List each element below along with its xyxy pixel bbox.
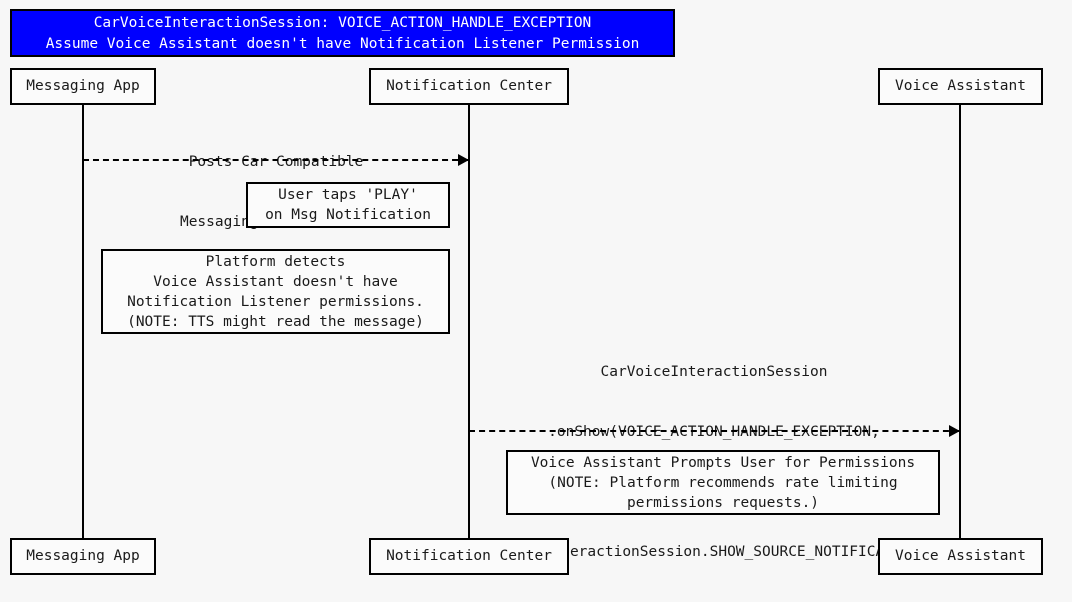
arrow-head-icon [949,425,960,437]
note-line-3: Notification Listener permissions. [127,293,424,310]
participant-label: Notification Center [386,548,552,565]
note-line-2: (NOTE: Platform recommends rate limiting [548,474,898,491]
lifeline-messaging-app [82,105,84,538]
lifeline-notification-center [468,105,470,538]
note-line-2: Voice Assistant doesn't have [153,273,398,290]
participant-notification-center-top[interactable]: Notification Center [369,68,569,105]
participant-messaging-app-bottom[interactable]: Messaging App [10,538,156,575]
arrow-shaft [469,430,959,432]
arrow-shaft [83,159,468,161]
note-line-4: (NOTE: TTS might read the message) [127,313,424,330]
message-label-line-2: .onShow(VOICE_ACTION_HANDLE_EXCEPTION, [548,424,880,440]
note-line-1: Voice Assistant Prompts User for Permiss… [530,454,916,471]
message-label-line-1: CarVoiceInteractionSession [600,364,828,380]
participant-messaging-app-top[interactable]: Messaging App [10,68,156,105]
note-prompts-user-for-permissions: Voice Assistant Prompts User for Permiss… [506,450,940,515]
participant-label: Notification Center [386,78,552,95]
diagram-title-line-1: CarVoiceInteractionSession: VOICE_ACTION… [93,15,592,31]
participant-label: Voice Assistant [895,548,1026,565]
note-user-taps-play: User taps 'PLAY' on Msg Notification [246,182,450,228]
diagram-title-line-2: Assume Voice Assistant doesn't have Noti… [45,36,640,52]
participant-label: Messaging App [26,548,140,565]
participant-voice-assistant-bottom[interactable]: Voice Assistant [878,538,1043,575]
participant-label: Messaging App [26,78,140,95]
message-arrow-post-notification[interactable] [83,154,469,166]
participant-label: Voice Assistant [895,78,1026,95]
message-arrow-on-show[interactable] [469,425,960,437]
note-line-3: permissions requests.) [626,494,820,511]
message-label-line-1: Posts Car Compatible [188,154,364,170]
participant-notification-center-bottom[interactable]: Notification Center [369,538,569,575]
lifeline-voice-assistant [959,105,961,538]
note-platform-detects: Platform detects Voice Assistant doesn't… [101,249,450,334]
participant-voice-assistant-top[interactable]: Voice Assistant [878,68,1043,105]
message-label-line-4: VoiceInteractionSession.SHOW_SOURCE_NOTI… [500,544,928,560]
note-line-1: Platform detects [205,253,346,270]
diagram-title-banner: CarVoiceInteractionSession: VOICE_ACTION… [10,9,675,57]
note-line-2: on Msg Notification [265,207,431,223]
note-line-1: User taps 'PLAY' [278,187,418,203]
arrow-head-icon [458,154,469,166]
